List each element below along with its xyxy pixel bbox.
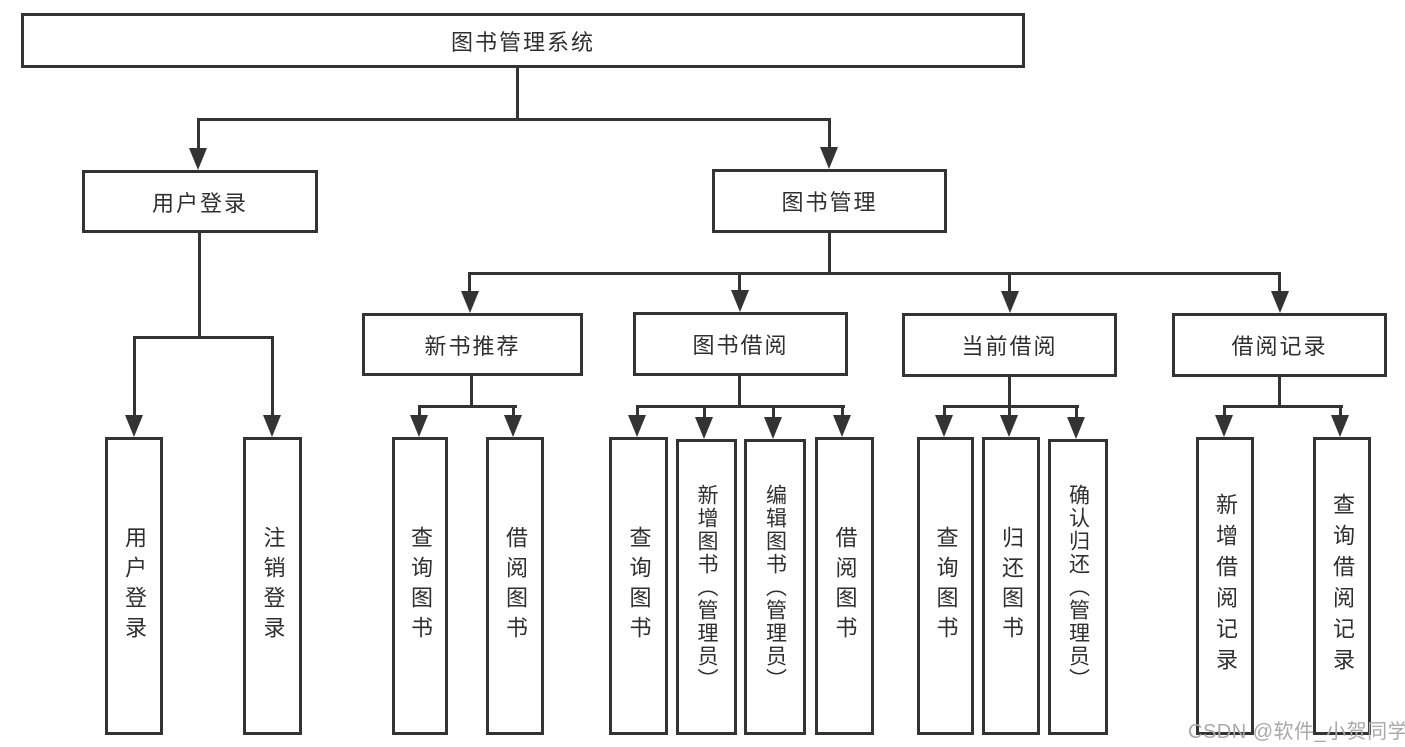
connector-drop-leaf	[418, 405, 421, 417]
arrow-down-icon	[1000, 415, 1018, 437]
connector-book-management-drop	[828, 233, 831, 274]
arrow-down-icon	[263, 415, 281, 437]
connector-level2-horizontal	[197, 118, 831, 121]
arrow-down-icon	[695, 417, 713, 439]
connector-drop-user-login-leaf	[133, 336, 136, 417]
arrow-down-icon	[731, 290, 749, 312]
node-library-management-system: 图书管理系统	[21, 13, 1025, 68]
connector-drop-user-login	[197, 118, 200, 150]
connector-drop-leaf	[1339, 405, 1342, 417]
node-search-borrow-record: 查询借阅记录	[1313, 437, 1371, 735]
arrow-down-icon	[1215, 415, 1233, 437]
arrow-down-icon	[410, 415, 428, 437]
arrow-down-icon	[1001, 291, 1019, 313]
connector-drop-leaf	[512, 405, 515, 417]
arrow-down-icon	[764, 417, 782, 439]
node-borrow-books-recommend: 借阅图书	[486, 437, 544, 735]
arrow-down-icon	[125, 415, 143, 437]
connector-drop-book-management	[828, 118, 831, 149]
connector-drop-leaf	[1223, 405, 1226, 417]
node-search-books-current: 查询图书	[917, 437, 974, 735]
connector-drop-leaf	[1008, 405, 1011, 417]
arrow-down-icon	[1067, 417, 1085, 439]
connector-drop-leaf	[841, 405, 844, 417]
connector-level3-horizontal	[468, 272, 1281, 275]
connector-drop-leaf	[636, 405, 639, 417]
watermark: CSDN @软件_小贺同学	[1188, 721, 1405, 743]
connector-borrowing-records-drop	[1278, 377, 1281, 405]
node-return-books: 归还图书	[982, 437, 1040, 735]
connector-drop-current-borrowing	[1008, 272, 1011, 293]
connector-user-login-drop	[198, 233, 201, 336]
node-borrowing-records: 借阅记录	[1172, 313, 1387, 377]
connector-drop-new-book	[468, 272, 471, 293]
connector-drop-leaf	[772, 405, 775, 417]
connector-drop-borrowing-records	[1278, 272, 1281, 293]
arrow-down-icon	[1271, 291, 1289, 313]
connector-current-borrowing-drop	[1008, 377, 1011, 405]
connector-drop-leaf	[1075, 405, 1078, 417]
arrow-down-icon	[189, 148, 207, 170]
arrow-down-icon	[628, 415, 646, 437]
node-book-borrowing: 图书借阅	[633, 312, 848, 376]
connector-drop-leaf	[703, 405, 706, 417]
connector-root-drop	[516, 68, 519, 118]
node-logout-leaf: 注销登录	[243, 437, 302, 735]
connector-book-borrowing-drop	[738, 376, 741, 405]
arrow-down-icon	[935, 415, 953, 437]
node-add-borrow-record: 新增借阅记录	[1196, 437, 1254, 735]
connector-new-book-horizontal	[418, 405, 517, 408]
arrow-down-icon	[461, 291, 479, 313]
arrow-down-icon	[504, 415, 522, 437]
node-current-borrowing: 当前借阅	[902, 313, 1117, 377]
node-new-book-recommendation: 新书推荐	[362, 313, 583, 376]
connector-user-login-horizontal	[133, 336, 274, 339]
connector-current-borrowing-horizontal	[943, 405, 1079, 408]
arrow-down-icon	[833, 415, 851, 437]
node-search-books-borrowing: 查询图书	[609, 437, 668, 735]
connector-drop-logout	[271, 336, 274, 417]
connector-borrowing-records-horizontal	[1223, 405, 1343, 408]
arrow-down-icon	[1331, 415, 1349, 437]
connector-new-book-drop	[470, 376, 473, 405]
connector-drop-book-borrowing	[738, 272, 741, 293]
connector-book-borrowing-horizontal	[636, 405, 845, 408]
node-book-management: 图书管理	[712, 169, 947, 233]
arrow-down-icon	[820, 147, 838, 169]
node-user-login-leaf: 用户登录	[105, 437, 163, 735]
node-edit-books-admin: 编辑图书（管理员）	[744, 439, 806, 735]
node-user-login: 用户登录	[82, 170, 318, 233]
node-search-books-recommend: 查询图书	[392, 437, 448, 735]
connector-drop-leaf	[943, 405, 946, 417]
node-confirm-return-admin: 确认归还（管理员）	[1048, 439, 1108, 735]
node-add-books-admin: 新增图书（管理员）	[676, 439, 737, 735]
node-borrow-books-leaf: 借阅图书	[815, 437, 874, 735]
